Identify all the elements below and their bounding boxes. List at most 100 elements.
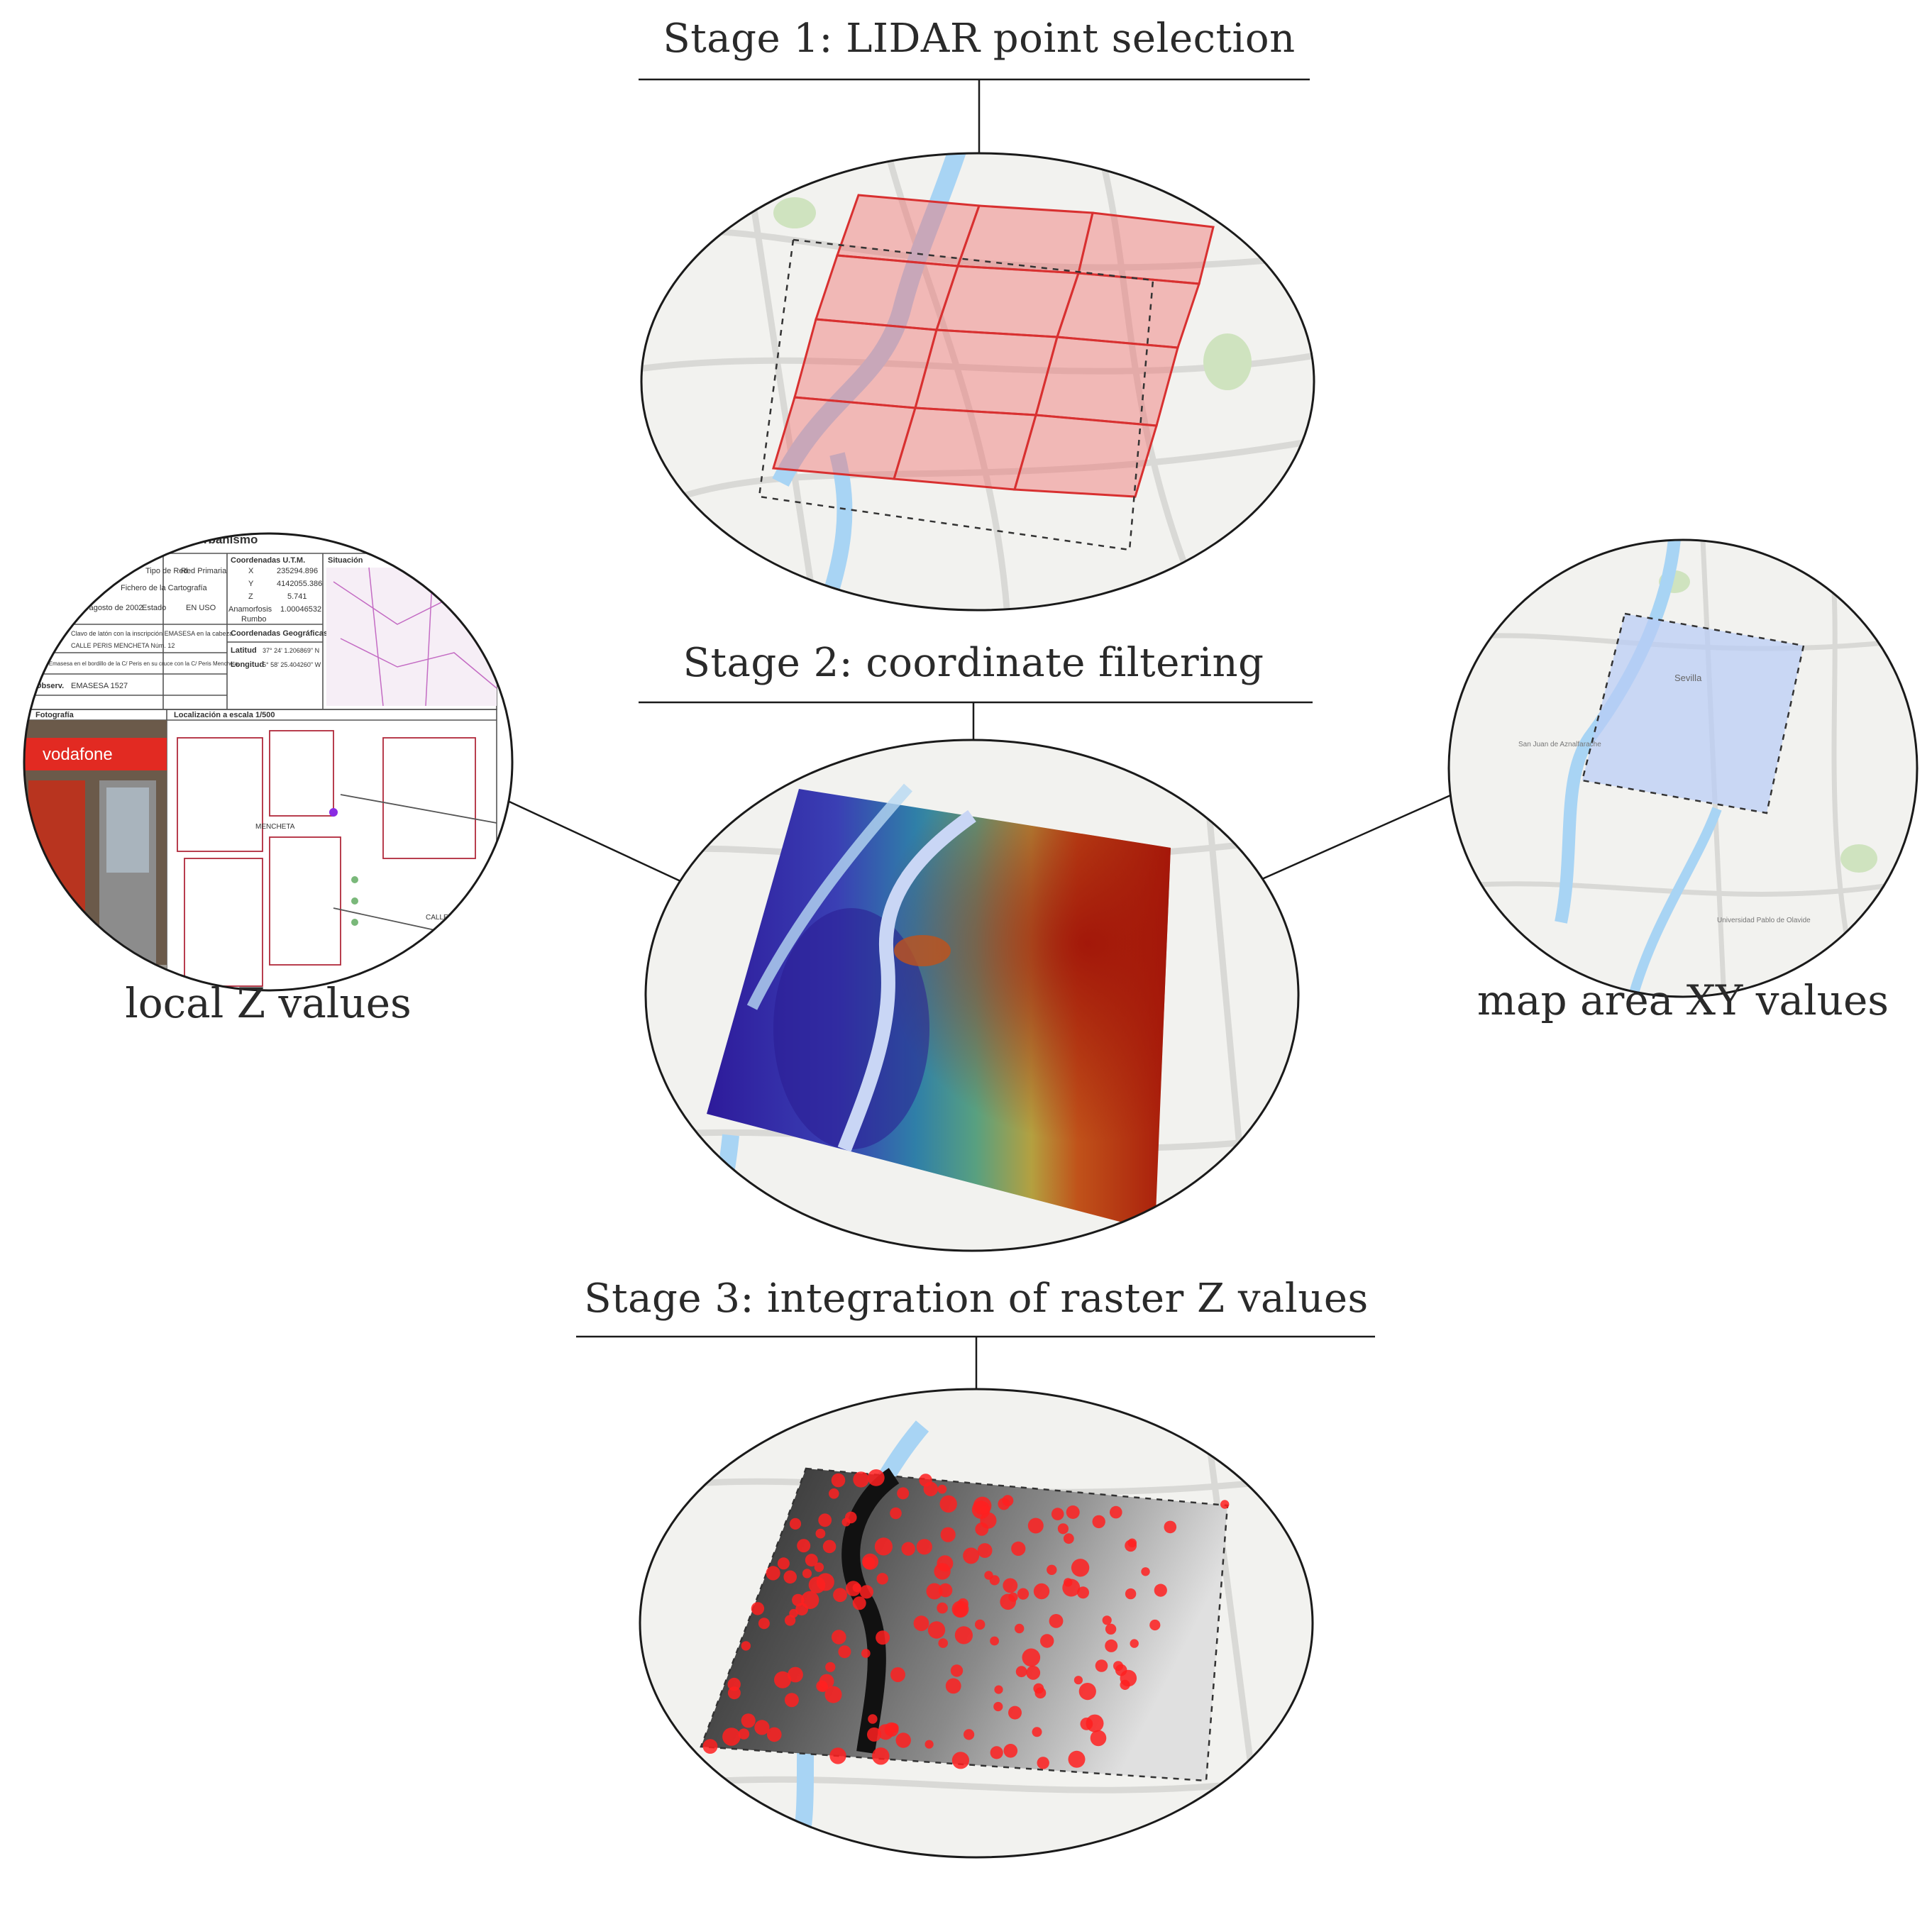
sample-point bbox=[984, 1571, 993, 1580]
map-label-san-juan: San Juan de Aznalfarache bbox=[1518, 741, 1601, 748]
sample-point bbox=[1105, 1623, 1117, 1635]
lidar-tile bbox=[934, 265, 1081, 338]
lidar-tile bbox=[814, 254, 960, 331]
sample-point bbox=[722, 1728, 741, 1746]
sample-point bbox=[751, 1602, 765, 1615]
lidar-tile bbox=[956, 204, 1094, 275]
sample-point bbox=[1071, 1559, 1090, 1577]
sample-point bbox=[1154, 1583, 1167, 1597]
sample-point bbox=[1220, 1500, 1230, 1509]
sample-point bbox=[1026, 1665, 1041, 1680]
sample-point bbox=[852, 1583, 862, 1593]
sample-point bbox=[861, 1649, 871, 1658]
sample-point bbox=[766, 1566, 780, 1581]
sample-point bbox=[1017, 1588, 1030, 1600]
river bbox=[746, 783, 912, 1010]
sample-point bbox=[802, 1569, 812, 1579]
sample-point bbox=[940, 1527, 956, 1542]
sample-point bbox=[1015, 1623, 1025, 1634]
sample-point bbox=[945, 1678, 961, 1694]
localizacion-heading: Localización a escala 1/500 bbox=[174, 711, 275, 719]
sample-point bbox=[833, 1588, 847, 1603]
sample-point bbox=[1064, 1578, 1073, 1587]
street-photo: vodafone bbox=[24, 720, 167, 990]
sample-point bbox=[1008, 1592, 1018, 1602]
observ-label: Observ. bbox=[35, 682, 64, 690]
sample-point bbox=[1113, 1661, 1123, 1671]
sample-points bbox=[702, 1469, 1230, 1769]
stage2-title: Stage 2: coordinate filtering bbox=[683, 640, 1264, 686]
estado-label: Estado bbox=[142, 604, 166, 612]
sample-point bbox=[975, 1619, 986, 1630]
street-mencheta: MENCHETA bbox=[255, 823, 295, 831]
sample-point bbox=[975, 1522, 989, 1536]
sample-point bbox=[1164, 1520, 1177, 1534]
sample-point bbox=[1149, 1619, 1161, 1631]
sample-point bbox=[738, 1728, 750, 1740]
sample-point bbox=[754, 1720, 770, 1735]
location-plan bbox=[177, 730, 497, 987]
fichero-label: Fichero de la Cartografía bbox=[121, 584, 208, 592]
sample-point bbox=[859, 1585, 873, 1599]
sample-point bbox=[1027, 1518, 1044, 1534]
sample-point bbox=[1141, 1567, 1150, 1576]
elevation-ridge bbox=[894, 935, 951, 966]
sample-point bbox=[926, 1583, 943, 1600]
sample-point bbox=[890, 1667, 905, 1682]
sample-point bbox=[863, 1557, 876, 1569]
observ-value: EMASESA 1527 bbox=[71, 682, 128, 690]
sample-point bbox=[937, 1602, 948, 1614]
sheet-base-label: BASE bbox=[369, 536, 390, 544]
sample-point bbox=[819, 1674, 834, 1689]
anamorfosis-label: Anamorfosis bbox=[228, 605, 272, 614]
river-channel bbox=[837, 809, 976, 1152]
sample-point bbox=[876, 1573, 888, 1585]
sample-point bbox=[1130, 1639, 1139, 1648]
sample-point bbox=[867, 1469, 885, 1486]
sample-point bbox=[1073, 1676, 1083, 1685]
latitud-label: Latitud bbox=[231, 646, 257, 655]
sample-point bbox=[1037, 1757, 1049, 1769]
sample-point bbox=[897, 1487, 910, 1500]
sample-point bbox=[872, 1747, 890, 1765]
park bbox=[1203, 333, 1252, 390]
lidar-tile bbox=[1055, 272, 1201, 349]
y-label: Y bbox=[248, 580, 254, 588]
anamorfosis-value: 1.00046532 bbox=[280, 605, 321, 614]
sample-point bbox=[953, 1603, 968, 1618]
sample-point bbox=[1033, 1583, 1050, 1600]
sample-point bbox=[1120, 1679, 1130, 1690]
coords-utm-heading: Coordenadas U.T.M. bbox=[231, 556, 305, 565]
map-label-city: Sevilla bbox=[1674, 673, 1702, 683]
z-value: 5.741 bbox=[287, 592, 307, 601]
sample-point bbox=[816, 1573, 834, 1591]
sample-point bbox=[832, 1630, 846, 1645]
calle-value: CALLE PERIS MENCHETA Núm. 12 bbox=[71, 642, 175, 649]
sample-point bbox=[774, 1671, 791, 1688]
sample-point bbox=[805, 1554, 818, 1567]
sample-point bbox=[822, 1540, 837, 1554]
sample-point bbox=[924, 1740, 934, 1749]
sample-point bbox=[792, 1593, 805, 1607]
red-primaria-value: Red Primaria bbox=[181, 567, 227, 575]
sample-point bbox=[1033, 1683, 1044, 1694]
sample-point bbox=[1032, 1727, 1042, 1737]
sample-point bbox=[788, 1666, 803, 1683]
sample-point bbox=[895, 1732, 911, 1748]
sample-point bbox=[867, 1727, 881, 1742]
sample-point bbox=[1105, 1639, 1118, 1652]
sample-point bbox=[1063, 1533, 1074, 1544]
sample-point bbox=[767, 1727, 782, 1742]
sample-point bbox=[973, 1496, 992, 1515]
stage1-title: Stage 1: LIDAR point selection bbox=[663, 16, 1296, 62]
lidar-tile bbox=[893, 407, 1037, 491]
stage1-map-ellipse bbox=[640, 152, 1315, 612]
lidar-tile bbox=[914, 328, 1059, 416]
sample-point bbox=[741, 1713, 756, 1728]
sample-point bbox=[954, 1626, 973, 1645]
sample-point bbox=[938, 1638, 948, 1648]
selection-outline bbox=[758, 238, 1154, 551]
street-calle: CALLE bbox=[426, 914, 448, 922]
sample-point bbox=[1066, 1505, 1080, 1519]
